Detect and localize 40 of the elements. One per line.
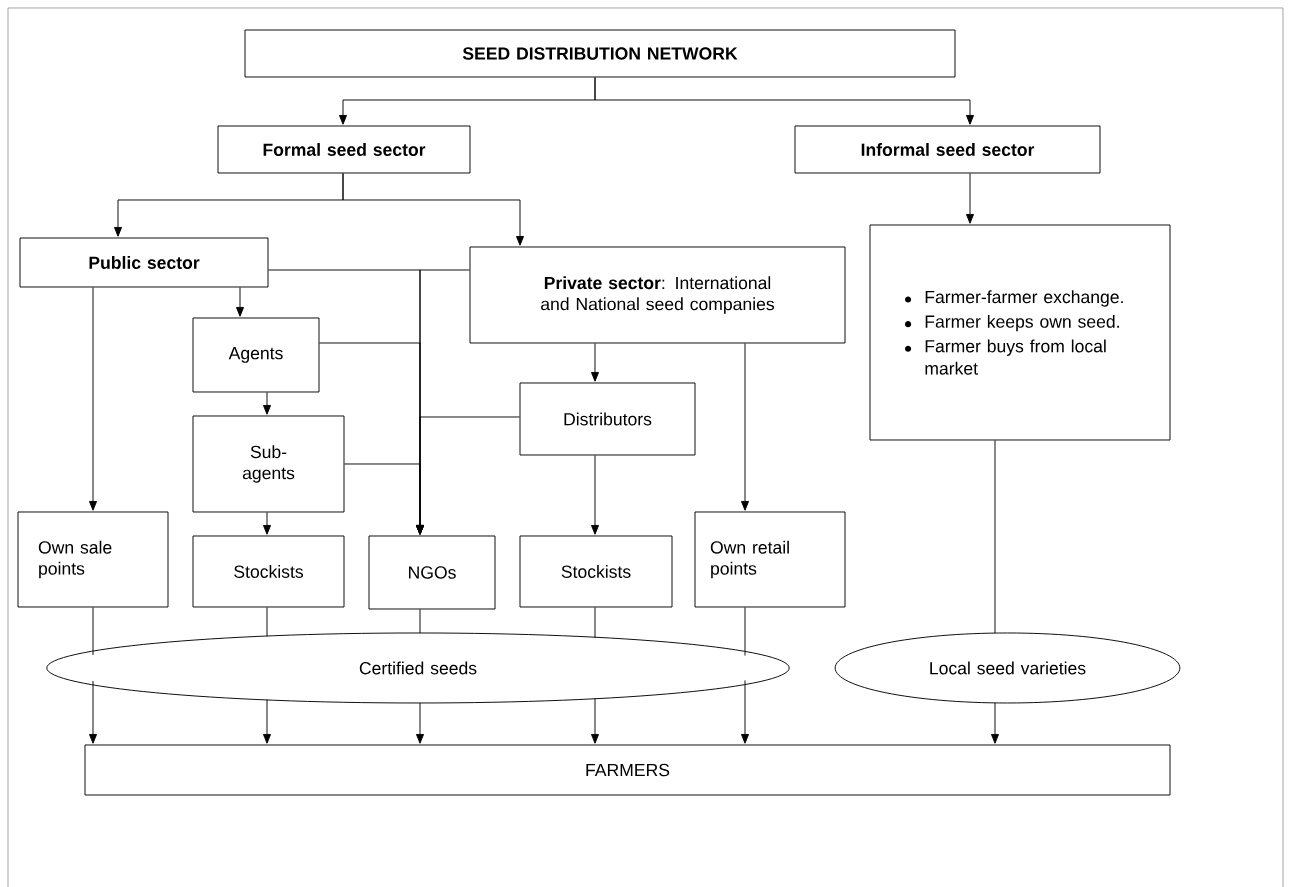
connector-line	[266, 607, 268, 637]
process-box: Own retail points	[694, 511, 846, 608]
process-box: Distributors	[519, 382, 696, 456]
arrow	[591, 697, 599, 744]
arrow	[263, 392, 271, 415]
connector-line	[594, 607, 596, 639]
connector-line	[92, 607, 94, 656]
bullet-list-box: Farmer-farmer exchange. Farmer keeps own seed. Farmer buys from local market	[869, 224, 1171, 441]
connector-line	[419, 609, 421, 634]
arrow	[591, 343, 599, 382]
process-box: FARMERS	[84, 744, 1171, 796]
process-box: Public sector	[19, 237, 269, 288]
process-box: Agents	[192, 317, 320, 393]
process-box: Sub- agents	[192, 415, 345, 513]
ellipse-node: Local seed varieties	[834, 632, 1181, 704]
process-box: Stockists	[519, 535, 673, 608]
arrow	[263, 512, 271, 535]
ellipse-node: Certified seeds	[46, 632, 790, 704]
arrow	[416, 702, 424, 744]
arrow	[89, 680, 97, 744]
process-box: Private sector: International and National seed companies	[469, 246, 846, 344]
connector-line	[994, 439, 996, 634]
arrow	[741, 680, 749, 744]
arrow	[991, 702, 999, 744]
process-box: SEED DISTRIBUTION NETWORK	[244, 29, 956, 78]
arrow	[594, 77, 974, 125]
arrow	[966, 173, 974, 224]
arrow	[591, 455, 599, 535]
arrow	[741, 343, 749, 511]
arrow	[342, 173, 524, 246]
arrow	[263, 699, 271, 744]
process-box: NGOs	[368, 535, 496, 610]
process-box: Stockists	[192, 535, 345, 608]
process-box: Own sale points	[17, 511, 169, 608]
connector-line	[744, 607, 746, 656]
process-box: Informal seed sector	[794, 125, 1101, 174]
process-box: Formal seed sector	[217, 125, 471, 174]
arrow	[89, 287, 97, 511]
arrow	[416, 416, 520, 535]
arrow	[236, 287, 244, 317]
